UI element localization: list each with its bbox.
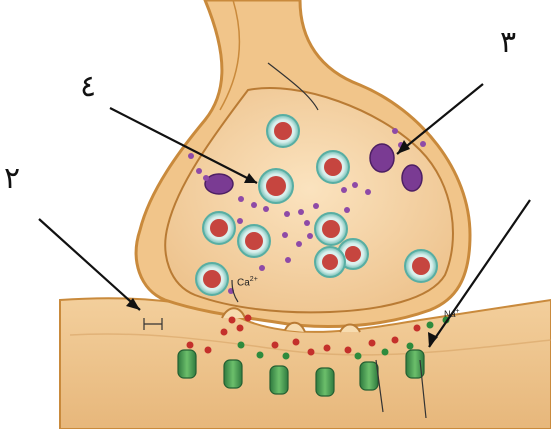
calcium-label: Ca2+	[237, 276, 258, 288]
receptor	[360, 362, 378, 390]
calcium-channel	[205, 174, 233, 194]
label-3: ٣	[500, 28, 516, 58]
calcium-channel	[370, 144, 394, 172]
vesicle	[203, 212, 235, 244]
receptor	[178, 350, 196, 378]
sodium-label: Na+	[444, 308, 460, 319]
receptor	[224, 360, 242, 388]
vesicle	[196, 263, 228, 295]
receptor	[316, 368, 334, 396]
vesicle	[405, 250, 437, 282]
vesicle	[238, 225, 270, 257]
label-4: ٤	[80, 72, 96, 102]
receptor	[270, 366, 288, 394]
vesicle	[317, 151, 349, 183]
vesicle	[315, 247, 345, 277]
vesicle	[315, 213, 347, 245]
vesicle	[259, 169, 293, 203]
vesicle	[267, 115, 299, 147]
label-2: ٢	[4, 164, 20, 194]
calcium-channel	[402, 165, 422, 191]
